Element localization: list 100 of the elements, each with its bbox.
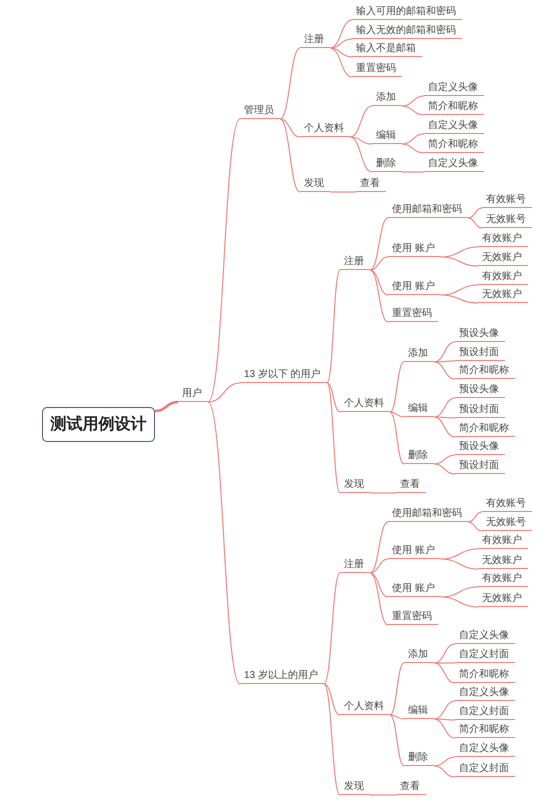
branch-line bbox=[280, 118, 300, 192]
branch-line bbox=[326, 382, 340, 494]
underlined-topic: 自定义头像 bbox=[455, 687, 515, 701]
branch-line bbox=[208, 382, 240, 402]
branch-line bbox=[434, 398, 456, 418]
branch-line bbox=[434, 718, 456, 738]
branch-line bbox=[390, 412, 404, 464]
underlined-topic: 使用邮箱和密码 bbox=[388, 204, 468, 218]
underlined-topic: 无效账户 bbox=[478, 593, 528, 607]
branch-line bbox=[434, 360, 456, 362]
branch-line bbox=[324, 684, 340, 796]
underlined-topic: 注册 bbox=[340, 256, 370, 270]
underlined-topic: 个人资料 bbox=[300, 123, 350, 137]
underlined-topic: 预设头像 bbox=[455, 328, 505, 342]
branch-line bbox=[434, 756, 456, 766]
branch-line bbox=[330, 48, 352, 58]
underlined-topic: 输入不是邮箱 bbox=[352, 43, 422, 57]
underlined-topic: 预设封面 bbox=[455, 460, 505, 474]
branch-line bbox=[434, 342, 456, 362]
branch-line bbox=[326, 270, 340, 384]
underlined-topic: 有效账号 bbox=[482, 194, 532, 208]
branch-line bbox=[326, 382, 340, 412]
branch-line bbox=[440, 596, 478, 608]
underlined-topic: 输入可用的邮箱和密码 bbox=[352, 6, 462, 20]
branch-line bbox=[468, 208, 482, 218]
underlined-topic: 发现 bbox=[340, 781, 370, 795]
root-topic-box: 测试用例设计 bbox=[42, 407, 155, 442]
branch-line bbox=[350, 136, 372, 172]
branch-line bbox=[468, 522, 482, 532]
underlined-topic: 用户 bbox=[178, 388, 208, 402]
branch-line bbox=[154, 400, 178, 412]
underlined-topic: 无效账户 bbox=[478, 289, 528, 303]
branch-line bbox=[434, 454, 456, 464]
branch-line bbox=[434, 416, 456, 438]
branch-line bbox=[324, 684, 340, 716]
underlined-topic: 个人资料 bbox=[340, 398, 390, 412]
branch-line bbox=[390, 714, 404, 766]
underlined-topic: 查看 bbox=[396, 479, 426, 493]
branch-line bbox=[330, 38, 352, 48]
branch-line bbox=[402, 106, 424, 116]
underlined-topic: 查看 bbox=[396, 781, 426, 795]
branch-line bbox=[208, 118, 240, 402]
underlined-topic: 编辑 bbox=[372, 130, 402, 144]
underlined-topic: 简介和昵称 bbox=[424, 139, 484, 153]
underlined-topic: 自定义封面 bbox=[455, 763, 515, 777]
branch-line bbox=[434, 416, 456, 418]
underlined-topic: 简介和昵称 bbox=[424, 101, 484, 115]
underlined-topic: 管理员 bbox=[240, 105, 280, 119]
branch-line bbox=[390, 412, 404, 418]
underlined-topic: 重置密码 bbox=[352, 63, 402, 77]
underlined-topic: 删除 bbox=[404, 752, 434, 766]
branch-line bbox=[370, 794, 396, 796]
underlined-topic: 注册 bbox=[340, 559, 370, 573]
underlined-topic: 简介和昵称 bbox=[455, 423, 515, 437]
branch-line bbox=[370, 256, 388, 270]
underlined-topic: 预设头像 bbox=[455, 441, 505, 455]
branch-line bbox=[324, 572, 340, 684]
underlined-topic: 自定义头像 bbox=[455, 630, 515, 644]
branch-line bbox=[330, 48, 352, 78]
underlined-topic: 使用 账户 bbox=[388, 545, 441, 559]
underlined-topic: 预设封面 bbox=[455, 347, 505, 361]
underlined-topic: 13 岁以下 的用户 bbox=[240, 369, 327, 383]
underlined-topic: 有效账号 bbox=[482, 498, 532, 512]
underlined-topic: 重置密码 bbox=[388, 611, 438, 625]
branch-line bbox=[370, 492, 396, 494]
branch-line bbox=[402, 144, 424, 154]
underlined-topic: 使用 账户 bbox=[388, 243, 441, 257]
underlined-topic: 无效账号 bbox=[482, 517, 532, 531]
underlined-topic: 自定义头像 bbox=[424, 158, 484, 172]
branch-line bbox=[208, 402, 240, 684]
underlined-topic: 无效账户 bbox=[478, 252, 528, 266]
underlined-topic: 13 岁以上的用户 bbox=[240, 670, 324, 684]
underlined-topic: 注册 bbox=[300, 34, 330, 48]
branch-line bbox=[468, 512, 482, 522]
branch-line bbox=[434, 766, 456, 778]
branch-line bbox=[390, 662, 404, 716]
underlined-topic: 添加 bbox=[372, 92, 402, 106]
underlined-topic: 无效账号 bbox=[482, 214, 532, 228]
underlined-topic: 简介和昵称 bbox=[455, 669, 515, 683]
branch-line bbox=[440, 256, 478, 266]
underlined-topic: 使用 账户 bbox=[388, 583, 441, 597]
underlined-topic: 有效账户 bbox=[478, 573, 528, 587]
branch-line bbox=[330, 20, 352, 48]
underlined-topic: 编辑 bbox=[404, 403, 434, 417]
branch-line bbox=[370, 572, 388, 626]
branch-line bbox=[434, 700, 456, 720]
branch-line bbox=[434, 662, 456, 684]
underlined-topic: 自定义头像 bbox=[455, 743, 515, 757]
branch-line bbox=[350, 106, 372, 138]
branch-line bbox=[280, 48, 300, 120]
underlined-topic: 输入无效的邮箱和密码 bbox=[352, 25, 462, 39]
branch-line bbox=[440, 558, 478, 570]
underlined-topic: 简介和昵称 bbox=[455, 365, 515, 379]
underlined-topic: 自定义封面 bbox=[455, 649, 515, 663]
branch-line bbox=[434, 662, 456, 664]
underlined-topic: 自定义头像 bbox=[424, 120, 484, 134]
branch-line bbox=[402, 134, 424, 144]
underlined-topic: 查看 bbox=[356, 178, 386, 192]
underlined-topic: 发现 bbox=[340, 479, 370, 493]
branch-line bbox=[440, 294, 478, 304]
